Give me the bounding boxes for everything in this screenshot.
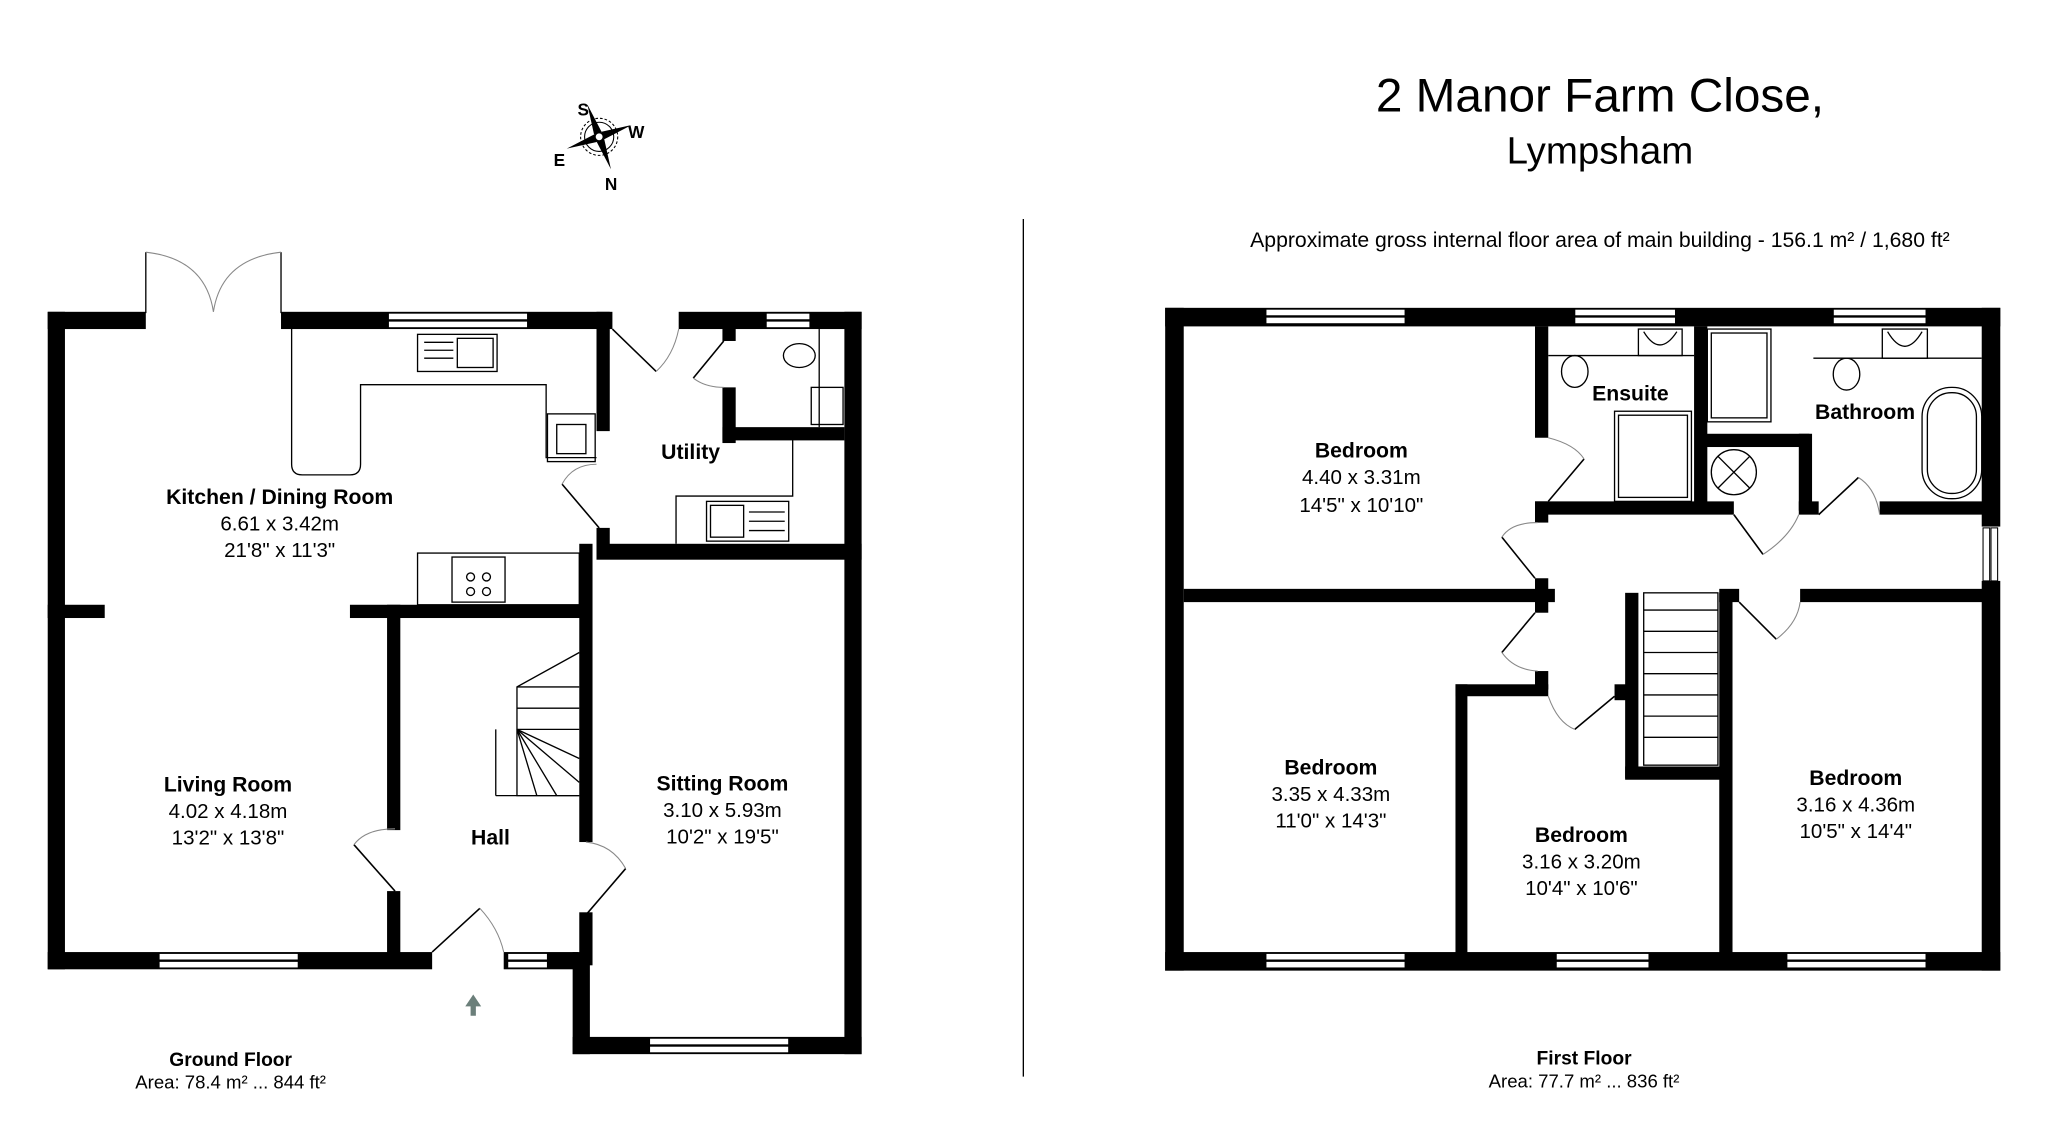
room-label-sitting: Sitting Room [657, 772, 789, 795]
room-label-living: Living Room [164, 774, 292, 797]
ground-floor-area: Area: 78.4 m² ... 844 ft² [135, 1072, 326, 1093]
room-label-bathroom: Bathroom [1815, 401, 1915, 424]
room-imperial-living: 13'2" x 13'8" [172, 827, 285, 850]
room-label-kitchen: Kitchen / Dining Room [166, 486, 393, 509]
room-imperial-sitting: 10'2" x 19'5" [666, 825, 779, 848]
room-label-ensuite: Ensuite [1592, 383, 1669, 406]
room-metric-living: 4.02 x 4.18m [169, 800, 288, 823]
room-metric-sitting: 3.10 x 5.93m [663, 799, 782, 822]
ground-floor-plan: Kitchen / Dining Room 6.61 x 3.42m 21'8"… [47, 251, 862, 1093]
first-floor-title: First Floor [1537, 1049, 1633, 1070]
room-label-hall: Hall [471, 827, 510, 850]
property-title: 2 Manor Farm Close, [1376, 70, 1824, 123]
room-imperial-bedroom-1: 14'5" x 10'10" [1299, 494, 1423, 517]
compass-label-s: S [577, 100, 589, 120]
compass-label-w: W [628, 122, 645, 142]
room-imperial-bedroom-4: 10'5" x 14'4" [1799, 820, 1912, 843]
compass-label-n: N [605, 174, 617, 194]
entrance-arrow-icon [465, 994, 482, 1016]
first-floor-plan: Bedroom 4.40 x 3.31m 14'5" x 10'10" Ensu… [1165, 307, 2001, 1091]
room-label-utility: Utility [661, 441, 720, 464]
room-imperial-bedroom-2: 11'0" x 14'3" [1275, 809, 1386, 832]
room-label-bedroom-1: Bedroom [1315, 440, 1408, 463]
room-metric-bedroom-4: 3.16 x 4.36m [1796, 794, 1915, 817]
room-label-bedroom-3: Bedroom [1535, 824, 1628, 847]
room-metric-bedroom-3: 3.16 x 3.20m [1522, 851, 1641, 874]
room-metric-kitchen: 6.61 x 3.42m [220, 513, 339, 536]
compass-icon [566, 104, 632, 170]
first-floor-area: Area: 77.7 m² ... 836 ft² [1489, 1070, 1680, 1091]
room-metric-bedroom-1: 4.40 x 3.31m [1302, 466, 1421, 489]
ground-floor-title: Ground Floor [169, 1050, 292, 1071]
room-imperial-kitchen: 21'8" x 11'3" [224, 539, 335, 562]
room-label-bedroom-4: Bedroom [1809, 767, 1902, 790]
property-location: Lympsham [1507, 129, 1694, 172]
compass-label-e: E [554, 150, 566, 170]
room-imperial-bedroom-3: 10'4" x 10'6" [1525, 877, 1638, 900]
gross-internal-area: Approximate gross internal floor area of… [1250, 229, 1950, 252]
room-label-bedroom-2: Bedroom [1284, 756, 1377, 779]
room-metric-bedroom-2: 3.35 x 4.33m [1272, 783, 1391, 806]
